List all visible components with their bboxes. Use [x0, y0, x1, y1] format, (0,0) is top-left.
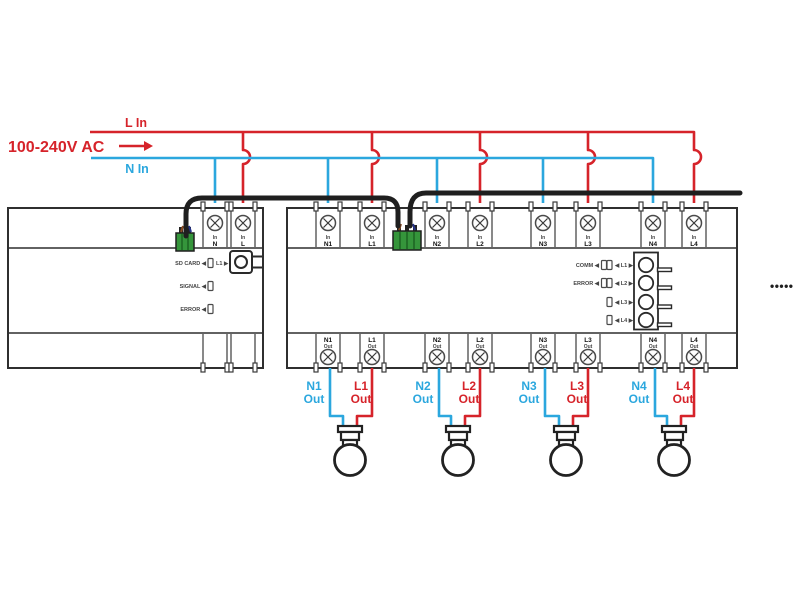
- terminal-label: N1: [324, 241, 333, 248]
- error-led-icon: [600, 277, 608, 289]
- sd-card-slot-icon: [229, 250, 262, 274]
- live-in-label: L In: [125, 116, 147, 130]
- channel-button-icon: [637, 274, 655, 292]
- channel-label: ◀ L2 ▶: [614, 280, 634, 287]
- output-label: Out: [673, 392, 694, 406]
- channel-button-icon: [637, 293, 655, 311]
- l1-indicator-label: L1 ▶: [216, 260, 229, 267]
- error-led-icon: [207, 303, 214, 315]
- channel-button-icon: [637, 256, 655, 274]
- terminal-label: Out: [476, 344, 485, 350]
- terminal-label: Out: [649, 344, 658, 350]
- terminal-label: Out: [433, 344, 442, 350]
- comm-indicator-label: COMM ◀: [576, 262, 600, 269]
- terminal-label: In: [478, 235, 482, 241]
- output-label: Out: [629, 392, 650, 406]
- gateway-module: In N In L SD CARD ◀ L1 ▶ SIGNAL ◀ ERROR …: [7, 201, 264, 373]
- terminal-label: In: [213, 235, 217, 241]
- terminal-label: L2: [476, 337, 484, 344]
- terminal-label: L2: [476, 241, 484, 248]
- output-label: Out: [413, 392, 434, 406]
- output-circuit-2: N2 Out L2 Out: [413, 368, 482, 477]
- terminal-label: Out: [539, 344, 548, 350]
- output-circuit-1: N1 Out L1 Out: [304, 368, 374, 477]
- lamp-icon: [333, 424, 367, 477]
- error-indicator-label: ERROR ◀: [180, 306, 206, 313]
- terminal-label: N2: [433, 337, 442, 344]
- terminal-label: L3: [584, 241, 592, 248]
- terminal-label: N3: [539, 241, 548, 248]
- terminal-label: In: [541, 235, 545, 241]
- channel-label: ◀ L4 ▶: [614, 317, 634, 324]
- lamp-icon: [657, 424, 691, 477]
- terminal-label: Out: [368, 344, 377, 350]
- terminal-label: In: [370, 235, 374, 241]
- voltage-label: 100-240V AC: [8, 139, 105, 156]
- output-label: Out: [567, 392, 588, 406]
- output-label: Out: [459, 392, 480, 406]
- output-label: Out: [304, 392, 325, 406]
- terminal-label: L1: [368, 241, 376, 248]
- channel-label: ◀ L3 ▶: [614, 299, 634, 306]
- button-lever-icon: [656, 267, 673, 273]
- bus-cable: [180, 190, 743, 239]
- terminal-label: L4: [690, 241, 698, 248]
- terminal-label: Out: [324, 344, 333, 350]
- terminal-label: N3: [539, 337, 548, 344]
- output-label: N3: [521, 379, 537, 393]
- comm-led-icon: [600, 259, 608, 271]
- sd-card-indicator-label: SD CARD ◀: [175, 260, 207, 267]
- button-lever-icon: [656, 285, 673, 291]
- lamp-icon: [441, 424, 475, 477]
- channel-led-icon: [606, 314, 613, 326]
- terminal-label: In: [326, 235, 330, 241]
- terminal-label: In: [692, 235, 696, 241]
- signal-led-icon: [207, 280, 214, 292]
- terminal-label: Out: [690, 344, 699, 350]
- output-label: L1: [354, 379, 368, 393]
- output-label: Out: [519, 392, 540, 406]
- signal-indicator-label: SIGNAL ◀: [180, 283, 207, 290]
- relay-module: In N1 In L1 In N2 In L2 In N3 In L3 In N…: [286, 201, 738, 373]
- neutral-in-label: N In: [125, 162, 149, 176]
- bus-connector-icon: [392, 225, 422, 251]
- terminal-label: N4: [649, 241, 658, 248]
- terminal-label: N2: [433, 241, 442, 248]
- terminal-label: In: [241, 235, 245, 241]
- terminal-label: L3: [584, 337, 592, 344]
- terminal-label: N1: [324, 337, 333, 344]
- lamp-icon: [549, 424, 583, 477]
- channel-led-icon: [606, 277, 613, 289]
- continuation-dots-icon: •••••: [770, 279, 794, 293]
- terminal-label: Out: [584, 344, 593, 350]
- output-circuit-3: N3 Out L3 Out: [519, 368, 590, 477]
- terminal-label: N: [213, 241, 218, 248]
- flow-arrow-icon: [119, 141, 153, 151]
- channel-led-icon: [606, 259, 613, 271]
- terminal-label: In: [651, 235, 655, 241]
- output-label: N4: [631, 379, 647, 393]
- terminal-label: L: [241, 241, 245, 248]
- terminal-label: N4: [649, 337, 658, 344]
- button-lever-icon: [656, 304, 673, 310]
- sd-card-led-icon: [207, 257, 214, 269]
- channel-led-icon: [606, 296, 613, 308]
- terminal-label: In: [435, 235, 439, 241]
- terminal-label: L4: [690, 337, 698, 344]
- output-label: L4: [676, 379, 690, 393]
- output-label: L3: [570, 379, 584, 393]
- button-lever-icon: [656, 322, 673, 328]
- output-circuit-4: N4 Out L4 Out: [629, 368, 696, 477]
- channel-button-icon: [637, 311, 655, 329]
- channel-label: ◀ L1 ▶: [614, 262, 634, 269]
- terminal-label: In: [586, 235, 590, 241]
- terminal-label: L1: [368, 337, 376, 344]
- output-label: Out: [351, 392, 372, 406]
- output-label: N1: [306, 379, 322, 393]
- error-indicator-label: ERROR ◀: [573, 280, 599, 287]
- output-label: L2: [462, 379, 476, 393]
- output-label: N2: [415, 379, 431, 393]
